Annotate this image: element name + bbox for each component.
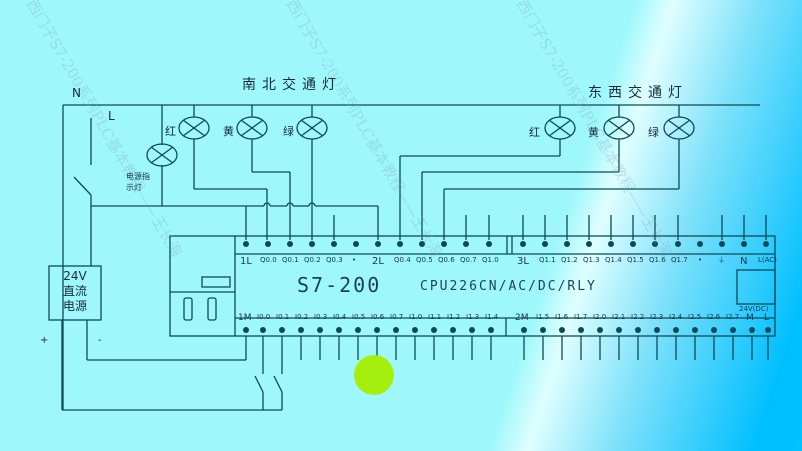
input-terminal-label: I0.0: [257, 313, 271, 321]
ew-green-label: 绿: [648, 126, 659, 139]
ns-green-label: 绿: [283, 125, 294, 138]
input-terminal-label: I1.1: [428, 313, 442, 321]
input-terminal-label: I0.4: [333, 313, 347, 321]
ew-traffic-light-title: 东西交通灯: [588, 85, 688, 101]
plc-model: CPU226CN/AC/DC/RLY: [420, 279, 597, 294]
psu-plus: +: [40, 335, 49, 346]
input-terminal-label: 2M: [515, 313, 529, 323]
output-terminal-label: Q0.4: [394, 256, 411, 264]
input-terminal-label: I0.3: [314, 313, 328, 321]
power-lamp-label-2: 示灯: [126, 183, 142, 192]
output-terminal-label: Q1.0: [482, 256, 499, 264]
input-terminal-label: I0.2: [295, 313, 309, 321]
output-terminal-label: •: [698, 256, 703, 264]
input-terminal-label: I2.1: [612, 313, 626, 321]
highlight-marker: [354, 355, 394, 395]
output-terminal-label: Q1.3: [583, 256, 600, 264]
input-terminal-label: I1.4: [485, 313, 499, 321]
input-terminal-label: I2.4: [669, 313, 683, 321]
input-terminal-label: L: [764, 313, 770, 323]
input-terminal-label: I0.1: [276, 313, 290, 321]
output-terminal-label: Q1.4: [605, 256, 622, 264]
output-terminal-label: Q0.7: [460, 256, 477, 264]
input-terminal-label: M: [746, 313, 754, 323]
ns-traffic-light-title: 南北交通灯: [242, 77, 342, 93]
output-terminal-label: Q0.2: [304, 256, 321, 264]
psu-label: 24V 直流 电源: [51, 269, 99, 314]
input-terminal-label: I2.0: [593, 313, 607, 321]
output-terminal-label: 3L: [517, 256, 529, 267]
output-terminal-label: Q0.1: [282, 256, 299, 264]
input-terminal-label: I2.6: [707, 313, 721, 321]
psu-type: 直流: [62, 284, 87, 298]
ew-yellow-label: 黄: [588, 126, 599, 139]
psu-voltage: 24V: [63, 269, 87, 283]
output-terminal-label: Q0.6: [438, 256, 455, 264]
ns-red-label: 红: [165, 125, 176, 138]
sensor-supply-label: 24V(DC): [739, 305, 769, 313]
psu-minus: -: [98, 335, 102, 346]
output-terminal-label: 2L: [372, 256, 384, 267]
ew-red-label: 红: [529, 126, 540, 139]
plc-name: S7-200: [297, 273, 382, 297]
input-terminal-label: I0.5: [352, 313, 366, 321]
output-terminal-label: Q1.1: [539, 256, 556, 264]
line-label: L: [108, 109, 115, 123]
input-terminal-label: I2.3: [650, 313, 664, 321]
output-terminal-label: •: [352, 256, 357, 264]
output-terminal-label: N: [740, 256, 748, 267]
output-terminal-label: 1L: [240, 256, 252, 267]
output-terminal-label: Q1.5: [627, 256, 644, 264]
power-lamp-label: 电源指: [126, 172, 150, 181]
input-terminal-label: I2.2: [631, 313, 645, 321]
ns-yellow-label: 黄: [223, 125, 234, 138]
output-terminal-label: ⏚: [718, 256, 725, 264]
neutral-label: N: [72, 86, 81, 100]
input-terminal-label: I1.7: [574, 313, 588, 321]
output-terminal-label: Q0.3: [326, 256, 343, 264]
input-terminal-label: I0.6: [371, 313, 385, 321]
input-terminal-label: I1.5: [536, 313, 550, 321]
output-terminal-label: Q0.5: [416, 256, 433, 264]
input-terminal-label: I1.2: [447, 313, 461, 321]
input-terminal-label: I1.6: [555, 313, 569, 321]
output-terminal-label: L(AC): [758, 256, 777, 264]
input-terminal-label: I1.0: [409, 313, 423, 321]
input-terminal-label: I1.3: [466, 313, 480, 321]
input-terminal-label: I2.5: [688, 313, 702, 321]
output-terminal-label: Q0.0: [260, 256, 277, 264]
output-terminal-label: Q1.6: [649, 256, 666, 264]
input-terminal-label: I0.7: [390, 313, 404, 321]
input-terminal-label: 1M: [238, 313, 252, 323]
output-terminal-label: Q1.2: [561, 256, 578, 264]
psu-name: 电源: [62, 299, 87, 313]
output-terminal-label: Q1.7: [671, 256, 688, 264]
input-terminal-label: I2.7: [726, 313, 740, 321]
